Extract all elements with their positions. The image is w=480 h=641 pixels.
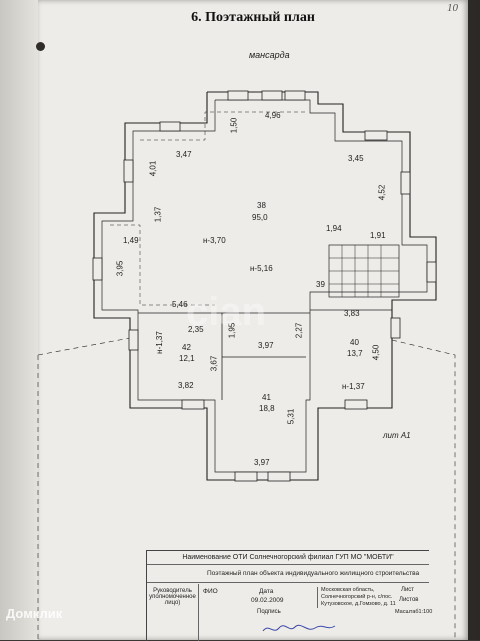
dimension-label: 4,50 [371, 344, 381, 361]
dimension-label: 1,50 [229, 117, 239, 134]
stamp-sheet: Лист [401, 587, 415, 593]
dimension-label: 2,35 [188, 325, 204, 334]
room-area: 13,7 [347, 349, 363, 358]
center-watermark: cian [186, 290, 267, 334]
lit-label: лит А1 [383, 431, 411, 440]
height-label: н-1,37 [154, 331, 164, 354]
stamp-sign-label: Подпись [257, 609, 281, 615]
binder-hole [36, 42, 45, 51]
stamp-sheets: Листов [399, 597, 419, 603]
outer-wall [93, 91, 437, 481]
dimension-label: 3,47 [176, 150, 192, 159]
room-number: 40 [350, 338, 359, 347]
room-area: 18,8 [259, 404, 275, 413]
room-number: 38 [257, 201, 266, 210]
room-area: 95,0 [252, 213, 268, 222]
floor-label: мансарда [249, 50, 290, 60]
page-title: 6. Поэтажный план [191, 10, 315, 25]
dimension-label: 4,01 [148, 160, 158, 177]
stamp-fio: ФИО [203, 588, 218, 595]
dimension-label: 5,31 [286, 408, 296, 425]
dimension-label: 3,83 [344, 309, 360, 318]
signature-scribble [262, 624, 336, 632]
stamp-plan-name: Поэтажный план объекта индивидуального ж… [147, 565, 429, 583]
room-number: 42 [182, 343, 191, 352]
dimension-label: 3,45 [348, 154, 364, 163]
height-label: н-5,16 [250, 264, 273, 273]
stamp-head-column: Руководитель уполномоченное лицо) [147, 584, 199, 641]
stamp-date-value: 09.02.2009 [251, 597, 284, 604]
stamp-header: Наименование ОТИ Солнечногорский филиал … [147, 551, 429, 565]
underlying-page [0, 0, 40, 640]
dimension-label: 3,67 [209, 355, 219, 372]
room-area: 12,1 [179, 354, 195, 363]
inner-wall [101, 99, 428, 473]
height-label: н-1,37 [342, 382, 365, 391]
dimension-label: 1,37 [153, 206, 163, 223]
dimension-label: 5,46 [172, 300, 188, 309]
dimension-label: 1,49 [123, 236, 139, 245]
stamp-address: Московская область, Солнечногорский р-н,… [317, 587, 403, 608]
dimension-label: 1,91 [370, 231, 386, 240]
dimension-label: 2,27 [294, 322, 304, 339]
dimension-label: 4,52 [377, 184, 387, 201]
dimension-label: 3,97 [254, 458, 270, 467]
page-number: 10 [447, 2, 458, 14]
title-block: Наименование ОТИ Солнечногорский филиал … [146, 550, 433, 641]
dimension-label: 3,82 [178, 381, 194, 390]
height-label: н-3,70 [203, 236, 226, 245]
room-number: 41 [262, 393, 271, 402]
stamp-scale: Масштаб1:100 [395, 609, 433, 615]
dimension-label: 1,94 [326, 224, 342, 233]
dimension-label: 3,95 [115, 260, 125, 277]
dimension-label: 4,96 [265, 111, 281, 120]
domclick-watermark: Домклик [6, 606, 63, 621]
dimension-label: 3,97 [258, 341, 274, 350]
stamp-date-label: Дата [259, 588, 274, 595]
dimension-label: 39 [316, 280, 325, 289]
